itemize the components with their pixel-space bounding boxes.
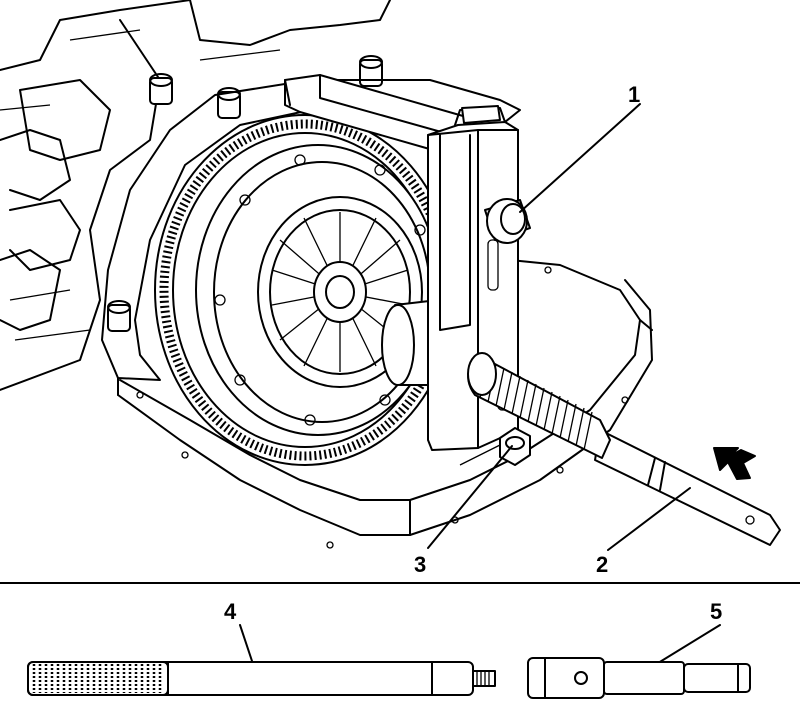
- arrow-icon: [713, 447, 756, 480]
- callout-3: 3: [414, 552, 426, 577]
- diaphragm-spring: [269, 209, 411, 375]
- callout-5: 5: [710, 599, 722, 624]
- guide-rod-assembly: [467, 352, 781, 546]
- callout-4: 4: [224, 599, 237, 624]
- fixing-nut: [499, 427, 531, 466]
- centering-bushing: [484, 198, 531, 244]
- callout-2: 2: [596, 552, 608, 577]
- threaded-rod: [27, 661, 496, 696]
- adapter-sleeve: [527, 657, 751, 699]
- engine-block: [0, 0, 391, 391]
- callout-1: 1: [628, 82, 640, 107]
